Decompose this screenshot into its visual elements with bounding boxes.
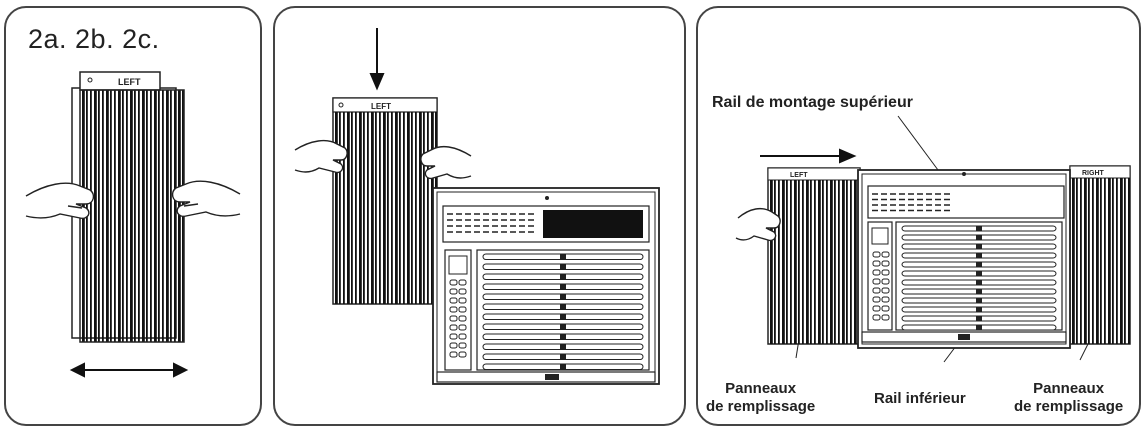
bottom-rail-label: Rail inférieur <box>874 390 966 407</box>
arrow-right-icon <box>760 148 857 164</box>
step-panel-1: 2a. 2b. 2c. LEFT <box>4 6 262 426</box>
left-filler-label: Panneaux de remplissage <box>706 380 816 415</box>
right-filler-panel <box>1072 178 1130 344</box>
double-arrow-icon <box>69 362 189 378</box>
hand-icon <box>171 180 241 218</box>
panel-tag: LEFT <box>118 77 141 87</box>
panel-1-illustration: LEFT <box>25 71 241 378</box>
air-conditioner-unit <box>432 187 660 385</box>
hand-icon <box>294 139 348 174</box>
hand-icon <box>735 207 781 242</box>
step-title: 2a. 2b. 2c. <box>28 24 160 54</box>
right-panel-tag: RIGHT <box>1082 170 1105 177</box>
hand-icon <box>420 145 472 180</box>
air-conditioner-unit <box>857 169 1071 349</box>
left-filler-panel <box>770 180 860 344</box>
panel-3-illustration: LEFT RIGHT <box>735 115 1131 363</box>
panel-2-illustration: LEFT <box>294 28 660 385</box>
panel-tag: LEFT <box>371 102 391 111</box>
left-panel-tag: LEFT <box>790 172 808 179</box>
accordion-filler-panel <box>82 90 184 342</box>
arrow-down-icon <box>369 28 385 91</box>
hand-icon <box>25 182 95 220</box>
right-filler-label: Panneaux de remplissage <box>1014 380 1124 415</box>
top-rail-label: Rail de montage supérieur <box>712 94 913 111</box>
step-panel-3: Rail de montage supérieur LEFT RIGHT <box>696 6 1141 426</box>
step-panel-2: LEFT <box>273 6 686 426</box>
